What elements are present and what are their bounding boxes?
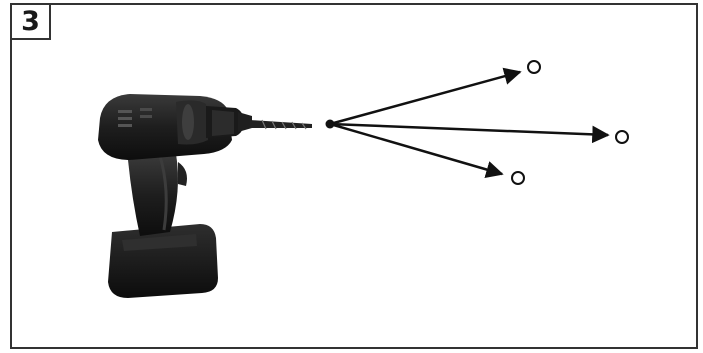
arrow-lower [330,124,502,174]
arrow-middle [330,124,608,135]
target-circle-lower [512,172,524,184]
arrow-upper [330,72,520,124]
target-circle-middle [616,131,628,143]
target-circle-upper [528,61,540,73]
drill-icon [98,94,312,298]
